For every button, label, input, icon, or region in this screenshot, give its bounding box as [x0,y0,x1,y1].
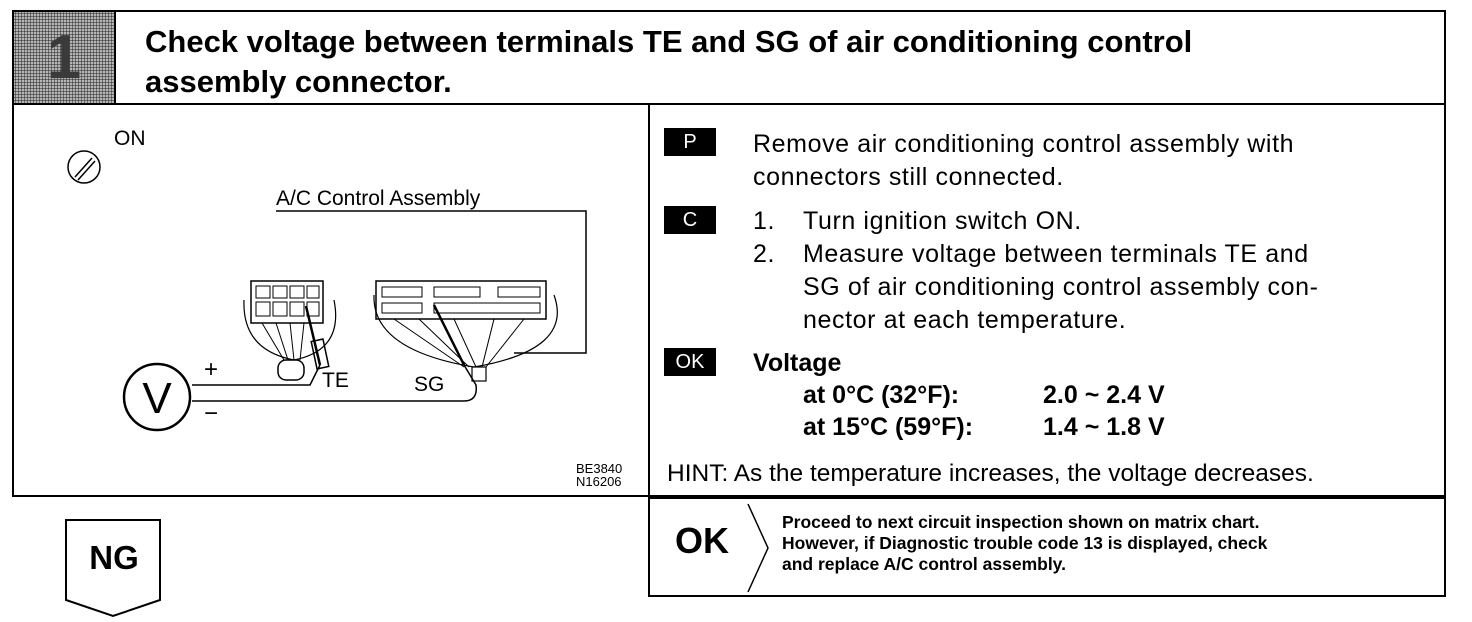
voltage-row1-value: 2.0 ~ 2.4 V [1043,381,1165,409]
voltmeter-symbol: V [142,374,172,423]
negative-lead [192,364,477,402]
step-number-badge [14,12,114,103]
column-divider [648,103,650,597]
plus-sign: + [204,356,218,383]
terminal-sg-label: SG [414,373,444,396]
voltmeter-icon: V [122,362,192,432]
voltage-row2-condition: at 15°C (59°F): [803,413,974,441]
header-divider [114,12,116,103]
connector-left [243,280,337,381]
te-probe [304,305,322,366]
terminal-te-label: TE [322,369,349,392]
procedure-c-badge: C [664,206,716,234]
chevron-right-icon [747,503,769,593]
voltage-row2-value: 1.4 ~ 1.8 V [1043,413,1165,441]
procedure-c2-line1: Measure voltage between terminals TE and [803,240,1309,268]
procedure-p-text: Remove air conditioning control assembly… [753,128,1433,194]
procedure-c2-line3: nector at each temperature. [803,306,1127,334]
procedure-c2-line2: SG of air conditioning control assembly … [803,273,1319,301]
ok-result-label: OK [675,520,729,561]
ok-result-line1: Proceed to next circuit inspection shown… [782,512,1260,532]
procedure-ok-badge: OK [664,348,716,376]
minus-sign: − [204,400,218,427]
voltage-title: Voltage [753,349,842,377]
procedure-c2-text: Measure voltage between terminals TE and… [803,238,1433,337]
ok-result-box [648,497,1446,597]
ok-result-text: Proceed to next circuit inspection shown… [782,512,1438,575]
connector-right [373,280,558,382]
ignition-key-icon [67,150,101,184]
assembly-label: A/C Control Assembly [276,187,481,210]
procedure-p-line2: connectors still connected. [753,163,1064,191]
ok-result-line2: However, if Diagnostic trouble code 13 i… [782,533,1268,553]
positive-lead [192,364,321,386]
figure-code-1: BE3840 [576,461,622,476]
procedure-p-line1: Remove air conditioning control assembly… [753,130,1295,158]
figure-code-2: N16206 [576,474,622,489]
hint-text: HINT: As the temperature increases, the … [667,460,1314,487]
assembly-outline [276,210,587,354]
step-title-line1: Check voltage between terminals TE and S… [145,24,1193,59]
wiring-diagram: ON A/C Control Assembly [67,127,622,489]
procedure-c1-number: 1. [753,207,776,235]
procedure-p-badge: P [664,128,716,156]
ng-result-arrow [65,519,161,618]
step-title-line2: assembly connector. [145,64,452,99]
ng-result-label: NG [89,539,139,576]
ok-result-line3: and replace A/C control assembly. [782,554,1066,574]
procedure-c2-number: 2. [753,240,776,268]
step-number: 1 [46,23,82,92]
voltage-row1-condition: at 0°C (32°F): [803,381,960,409]
procedure-c1-text: Turn ignition switch ON. [803,207,1082,235]
ignition-on-label: ON [114,127,146,150]
step-title: Check voltage between terminals TE and S… [145,22,1415,102]
sg-probe [432,304,466,366]
step-body [12,103,1446,497]
step-header [12,10,1446,105]
